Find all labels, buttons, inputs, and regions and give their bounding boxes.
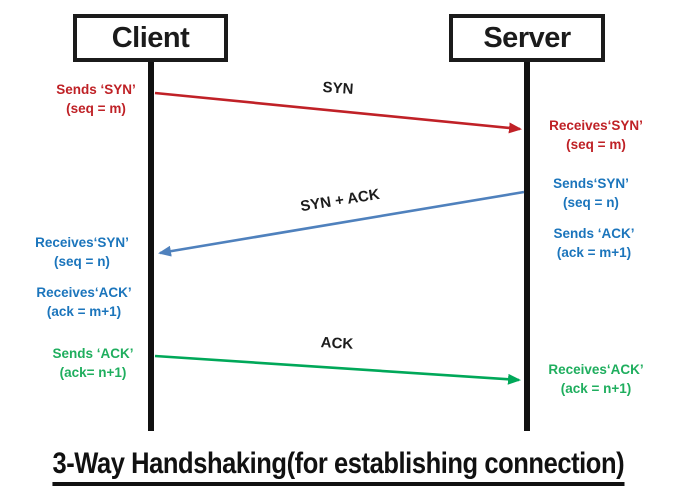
note-line1: Receives‘SYN’ [549,118,643,133]
note-line1: Sends‘SYN’ [553,176,629,191]
client-note-sends-syn: Sends ‘SYN’ (seq = m) [26,80,166,118]
server-note-sends-ack: Sends ‘ACK’ (ack = m+1) [524,224,664,262]
note-line2: (ack = n+1) [560,381,632,396]
server-note-receives-ack: Receives‘ACK’ (ack = n+1) [526,360,666,398]
note-line2: (seq = n) [54,254,110,269]
note-line1: Receives‘ACK’ [548,362,644,377]
client-note-receives-syn: Receives‘SYN’ (seq = n) [12,233,152,271]
note-line1: Sends ‘SYN’ [56,82,136,97]
note-line2: (seq = n) [563,195,619,210]
note-line2: (ack= n+1) [59,365,127,380]
client-note-sends-ack: Sends ‘ACK’ (ack= n+1) [23,344,163,382]
actor-label-server: Server [483,21,571,54]
note-line1: Receives‘SYN’ [35,235,129,250]
actor-box-server: Server [449,14,605,62]
syn-ack-arrow-label: SYN + ACK [299,185,381,216]
note-line2: (seq = m) [66,101,126,116]
diagram-title-wrap: 3-Way Handshaking(for establishing conne… [0,447,677,486]
note-line1: Sends ‘ACK’ [52,346,134,361]
syn-arrow [154,91,522,134]
note-line2: (seq = m) [566,137,626,152]
client-note-receives-ack: Receives‘ACK’ (ack = m+1) [14,283,154,321]
server-note-sends-syn: Sends‘SYN’ (seq = n) [521,174,661,212]
syn-arrow-label: SYN [322,78,354,99]
diagram-title: 3-Way Handshaking(for establishing conne… [52,447,625,486]
client-lifeline [148,62,154,431]
server-lifeline [524,62,530,431]
actor-box-client: Client [73,14,228,62]
note-line2: (ack = m+1) [46,304,122,319]
note-line1: Sends ‘ACK’ [553,226,635,241]
ack-arrow-label: ACK [320,334,354,353]
actor-label-client: Client [111,21,190,54]
note-line1: Receives‘ACK’ [36,285,132,300]
ack-arrow [154,354,521,385]
note-line2: (ack = m+1) [556,245,632,260]
server-note-receives-syn: Receives‘SYN’ (seq = m) [526,116,666,154]
